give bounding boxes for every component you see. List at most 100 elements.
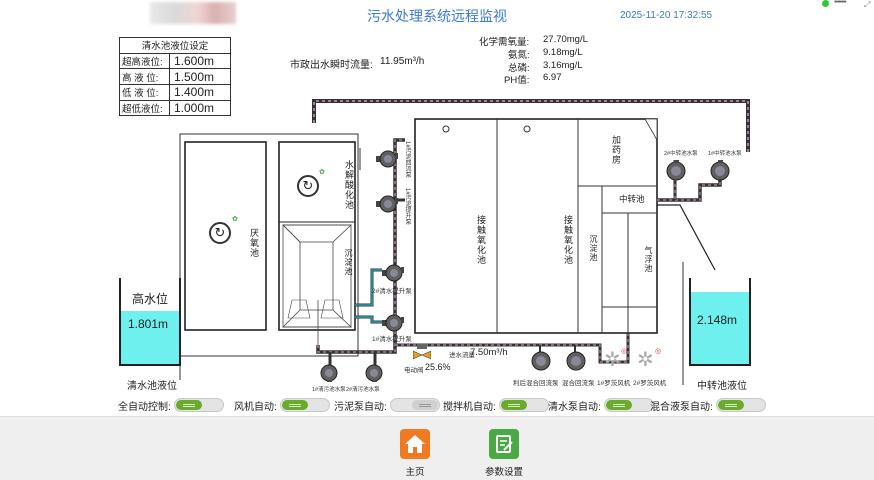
hydrolysis-tank bbox=[278, 141, 356, 331]
transfer-tank-label: 中转池 bbox=[619, 194, 645, 204]
pump-label: 混合回流泵 bbox=[562, 380, 595, 387]
control-mixer-auto: 搅拌机自动: bbox=[443, 397, 549, 413]
pump-icon[interactable] bbox=[530, 350, 552, 372]
table-row: 超低液位:1.000m bbox=[119, 99, 231, 117]
full-auto-toggle[interactable] bbox=[173, 398, 224, 412]
blower-label: 1#罗茨风机 bbox=[597, 380, 631, 387]
datetime: 2025-11-20 17:32:55 bbox=[620, 10, 713, 21]
mixer-icon-anoxic[interactable]: ↻ bbox=[209, 222, 231, 244]
pump-icon[interactable] bbox=[665, 160, 687, 182]
ph-value: 6.97 bbox=[543, 72, 562, 83]
setting-value: 1.000m bbox=[169, 99, 231, 117]
pump-label: 1#清水提升泵 bbox=[372, 336, 412, 343]
control-label: 混合液泵自动: bbox=[650, 401, 713, 413]
blower-alarm-icon: ◎ bbox=[621, 348, 628, 355]
clear-pump-auto-toggle[interactable] bbox=[603, 398, 654, 412]
control-label: 风机自动: bbox=[234, 401, 277, 413]
control-full-auto: 全自动控制: bbox=[118, 397, 224, 413]
transfer-pool-level: 2.148m bbox=[697, 313, 738, 327]
blower-alarm-icon: ◎ bbox=[655, 348, 662, 355]
company-logo bbox=[150, 2, 236, 24]
control-blower-auto: 风机自动: bbox=[234, 397, 330, 413]
expand-icon[interactable]: ⤢ bbox=[864, 0, 871, 9]
pump-icon[interactable] bbox=[376, 195, 398, 213]
home-label: 主页 bbox=[405, 467, 425, 478]
sediment-tank-label: 沉淀池 bbox=[344, 249, 353, 276]
blower-label: 2#罗茨风机 bbox=[633, 380, 667, 387]
electric-valve-icon[interactable] bbox=[412, 344, 432, 360]
pipe-teal bbox=[355, 268, 382, 324]
pump-label: 1#中转池水泵 bbox=[708, 151, 742, 157]
phosphorus-value: 3.16mg/L bbox=[543, 60, 583, 71]
level-settings-table: 清水池液位设定 超高液位:1.600m 高 液 位:1.500m 低 液 位:1… bbox=[119, 37, 231, 117]
pump-icon[interactable] bbox=[709, 160, 731, 182]
cod-label: 化学需氧量: bbox=[479, 37, 530, 48]
valve-percent: 25.6% bbox=[425, 362, 451, 372]
control-clear-pump-auto: 清水泵自动: bbox=[548, 397, 654, 413]
table-row: 超高液位:1.600m bbox=[119, 52, 231, 70]
table-row: 低 液 位:1.400m bbox=[119, 84, 231, 101]
page-title: 污水处理系统远程监视 bbox=[367, 8, 507, 24]
pump-icon[interactable] bbox=[376, 150, 398, 168]
ammonia-label: 氨氮: bbox=[508, 50, 530, 61]
clear-pool-caption: 清水池液位 bbox=[127, 381, 177, 392]
blower-fan-icon[interactable]: ✲ bbox=[637, 349, 654, 371]
pump-icon[interactable] bbox=[565, 350, 587, 372]
treatment-building bbox=[414, 118, 658, 334]
outflow-value: 11.95m³/h bbox=[380, 56, 425, 67]
clear-pool-level: 1.801m bbox=[128, 317, 169, 331]
ammonia-value: 9.18mg/L bbox=[543, 47, 583, 58]
status-dots-icon: •••••••• bbox=[834, 0, 847, 6]
process-diagram bbox=[179, 99, 750, 385]
home-button[interactable]: 主页 bbox=[385, 429, 445, 479]
mix-pump-auto-toggle[interactable] bbox=[715, 398, 766, 412]
phosphorus-label: 总磷: bbox=[508, 63, 530, 74]
sediment-tank-2-label: 沉淀池 bbox=[589, 235, 598, 262]
clear-pool-tank bbox=[119, 278, 181, 366]
ph-label: PH值: bbox=[504, 75, 530, 86]
control-label: 污泥泵自动: bbox=[334, 401, 387, 413]
control-label: 搅拌机自动: bbox=[443, 401, 496, 413]
setting-value: 1.400m bbox=[169, 84, 231, 101]
transfer-pool-water bbox=[691, 291, 749, 364]
pump-label: 1#污泥提升泵 bbox=[404, 188, 410, 225]
process-building bbox=[179, 133, 359, 357]
pump-label: 2#中转池水泵 bbox=[664, 151, 698, 157]
pump-icon[interactable] bbox=[382, 314, 404, 332]
pump-icon[interactable] bbox=[318, 364, 340, 382]
pipe-top bbox=[312, 99, 750, 152]
clear-pool-water bbox=[121, 310, 179, 364]
mixer-icon-hydrolysis[interactable]: ↻ bbox=[297, 175, 319, 197]
status-leaf-icon: ✿ bbox=[319, 169, 325, 176]
footer-nav: 主页 参数设置 bbox=[0, 416, 874, 480]
settings-button[interactable]: 参数设置 bbox=[474, 429, 534, 479]
hydrolysis-tank-label: 水解酸化池 bbox=[344, 160, 354, 210]
blower-fan-icon[interactable]: ✲ bbox=[604, 349, 621, 371]
control-label: 清水泵自动: bbox=[548, 401, 601, 413]
setting-value: 1.600m bbox=[169, 52, 231, 70]
blower-auto-toggle[interactable] bbox=[279, 398, 330, 412]
dosing-room-label: 加药房 bbox=[611, 135, 621, 165]
pump-icon[interactable] bbox=[363, 364, 385, 382]
inflow-value: 7.50m³/h bbox=[470, 347, 508, 358]
control-label: 全自动控制: bbox=[118, 401, 171, 413]
settings-label: 参数设置 bbox=[484, 467, 523, 478]
sediment-hopper bbox=[282, 224, 353, 345]
clear-pool-status: 高水位 bbox=[132, 292, 169, 306]
edit-settings-icon bbox=[489, 429, 519, 459]
pump-label: 1#污泥回流泵 bbox=[404, 141, 410, 178]
flotation-tank-label: 气浮池 bbox=[644, 246, 653, 273]
anoxic-tank-label: 厌氧池 bbox=[249, 228, 259, 258]
pump-label: 2#清污池水泵 bbox=[346, 387, 380, 393]
valve-label: 电动阀 bbox=[404, 367, 424, 374]
mixer-auto-toggle[interactable] bbox=[498, 398, 549, 412]
inflow-label: 进水流量 bbox=[449, 352, 475, 359]
sludge-pump-auto-toggle[interactable] bbox=[389, 398, 440, 412]
control-sludge-pump-auto: 污泥泵自动: bbox=[334, 397, 440, 413]
connection-status-icon bbox=[822, 0, 829, 7]
status-leaf-icon: ✿ bbox=[232, 216, 238, 223]
pump-label: 1#清污池水泵 bbox=[312, 387, 346, 393]
pump-icon[interactable] bbox=[382, 264, 404, 282]
transfer-pool-tank bbox=[689, 278, 751, 366]
